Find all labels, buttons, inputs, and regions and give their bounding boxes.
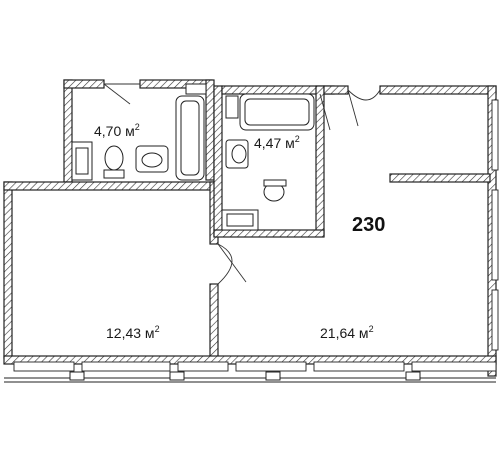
windows-east	[491, 99, 499, 351]
wall-living-stub	[389, 173, 491, 183]
toilet-left-tank	[103, 169, 125, 179]
area-bedroom: 12,43 м2	[106, 324, 160, 341]
window-5	[313, 361, 405, 372]
sink-right-basin	[231, 144, 247, 164]
wall-bedroom-north	[3, 181, 215, 191]
washing-machine-right-door	[226, 213, 254, 227]
door-entry-leaf	[347, 89, 359, 127]
window-east-2	[491, 189, 499, 281]
wall-partition-lower	[209, 283, 219, 359]
window-6	[411, 361, 497, 372]
window-1	[13, 361, 75, 372]
washing-machine-left-door	[75, 147, 89, 175]
fixtures-bath-right	[221, 93, 315, 231]
wall-living-north-b	[379, 85, 497, 95]
window-sill-2	[169, 371, 185, 381]
door-entry-arc	[347, 89, 381, 101]
area-bath-right: 4,47 м2	[254, 134, 300, 151]
door-bath-left-leaf	[103, 83, 131, 105]
faucet-right	[225, 95, 239, 119]
window-east-3	[491, 289, 499, 351]
window-3	[177, 361, 229, 372]
window-2	[81, 361, 171, 372]
wall-living-north-a	[323, 85, 349, 95]
window-sill-1	[69, 371, 85, 381]
wall-bath-right-south	[213, 229, 325, 238]
bathtub-right-inner	[244, 98, 310, 126]
window-east-1	[491, 99, 499, 171]
wall-bedroom-west	[3, 181, 13, 359]
wall-bath-right-west	[213, 85, 223, 237]
wall-bath-left-east	[205, 79, 215, 181]
faucet-left	[185, 83, 207, 95]
toilet-right-tank	[263, 179, 287, 187]
area-living: 21,64 м2	[320, 324, 374, 341]
window-sill-3	[265, 371, 281, 381]
door-bedroom-arc	[217, 243, 233, 285]
windows-south	[4, 361, 497, 383]
doors	[103, 83, 381, 285]
area-bath-left: 4,70 м2	[94, 122, 140, 139]
wall-bath-left-north-a	[63, 79, 105, 89]
window-sill-4	[405, 371, 421, 381]
sink-left-basin	[141, 152, 163, 168]
wall-bath-left-west	[63, 79, 73, 183]
door-bath-right-leaf	[319, 93, 331, 131]
window-4	[235, 361, 307, 372]
labels: 4,70 м2 4,47 м2 230 12,43 м2 21,64 м2	[94, 122, 385, 341]
unit-number: 230	[352, 214, 385, 236]
toilet-left-bowl	[104, 145, 124, 171]
fixtures-bath-left	[71, 83, 207, 181]
wall-bath-right-east	[315, 85, 325, 237]
bathtub-left-inner	[180, 100, 200, 176]
